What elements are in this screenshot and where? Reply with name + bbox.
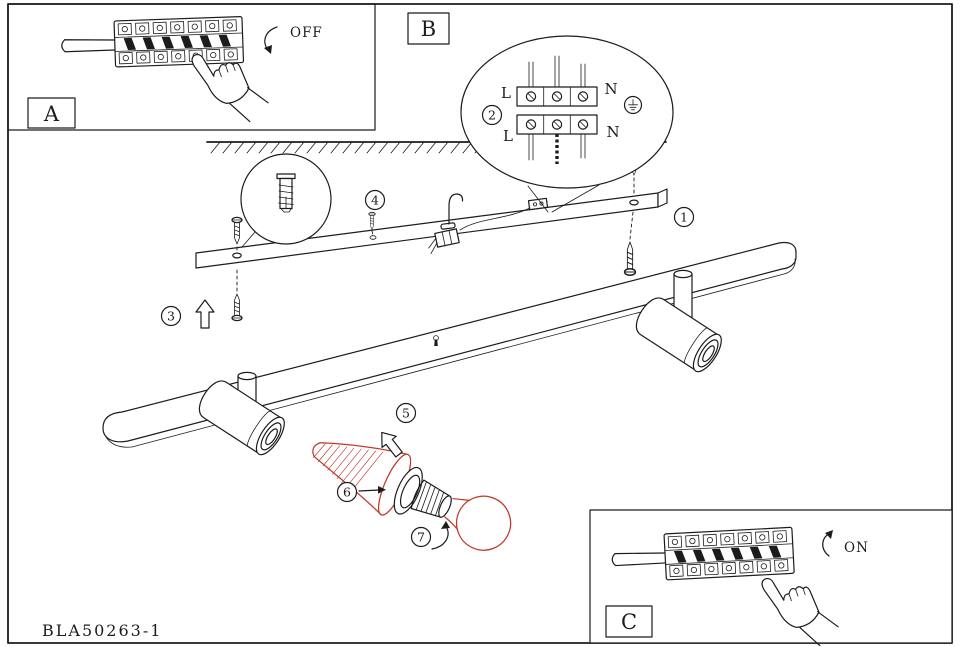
step-5-badge: 5 [395, 402, 417, 424]
wires [528, 55, 586, 161]
off-label: OFF [290, 25, 323, 41]
fixture-bar [102, 241, 797, 448]
bulb [444, 495, 512, 551]
panel-b-label-box [407, 12, 450, 45]
step-7-badge: 7 [410, 526, 432, 548]
keyhole-slot [433, 335, 439, 346]
cable-connector [428, 228, 460, 255]
arrow-up-icon [195, 299, 215, 329]
panel-c-label: C [621, 610, 637, 634]
fixing-screws [231, 153, 639, 322]
lamp-socket [410, 479, 452, 518]
spotlight-left [192, 371, 291, 460]
panel-b-label: B [421, 17, 436, 41]
spotlight-right [629, 269, 728, 377]
svg-text:3: 3 [167, 308, 175, 323]
step-3-badge: 3 [160, 305, 182, 327]
step-2-badge: 2 [481, 104, 503, 126]
wall-plug-icon [276, 173, 296, 213]
arrow-up-left-icon [374, 426, 407, 461]
retaining-ring [393, 466, 423, 515]
svg-text:6: 6 [343, 484, 351, 499]
panel-b: B [407, 12, 450, 45]
terminal-label-n-top: N [604, 80, 617, 98]
panel-a-frame [7, 3, 376, 131]
mains-wire [459, 207, 531, 231]
panel-a: OFF A [7, 3, 376, 134]
on-label: ON [844, 540, 869, 556]
curved-arrow-icon [431, 521, 450, 550]
bracket-end-tab [657, 188, 668, 208]
terminal-block-on-bracket [527, 197, 549, 211]
off-arrow-icon [264, 26, 278, 54]
panel-a-label-box [27, 97, 76, 129]
screw-icon [231, 216, 243, 245]
svg-text:4: 4 [371, 192, 379, 207]
earth-ground-icon [623, 95, 643, 115]
model-code: BLA50263-1 [42, 621, 162, 640]
panel-c: ON C [589, 509, 953, 647]
arrow-right-icon [358, 486, 386, 494]
bracket-hole-small [369, 235, 377, 240]
svg-text:5: 5 [402, 405, 410, 420]
svg-text:2: 2 [488, 107, 496, 122]
svg-text:1: 1 [680, 209, 688, 224]
panel-a-label: A [43, 102, 60, 126]
step-4-badge: 4 [364, 189, 386, 211]
lamp-assembly [312, 442, 512, 551]
svg-text:7: 7 [417, 529, 425, 544]
page-border [7, 3, 953, 644]
breaker-strip [60, 15, 245, 70]
bracket-hole-right [629, 199, 639, 206]
terminal-label-l-top: L [501, 84, 511, 102]
bracket-hole-left [232, 252, 242, 259]
terminal-label-n-bottom: N [606, 123, 619, 141]
step-6-badge: 6 [336, 481, 358, 503]
screw-icon [231, 293, 243, 322]
terminal-block [516, 86, 598, 135]
wall-plug-detail [240, 153, 332, 248]
step-1-badge: 1 [673, 206, 695, 228]
terminal-label-l-bottom: L [503, 127, 513, 145]
screw-icon [623, 241, 637, 276]
strain-relief-hook-icon [448, 193, 464, 225]
screw-icon [368, 211, 376, 230]
panel-c-label-box [605, 605, 653, 638]
mounting-bracket [195, 188, 668, 269]
on-arrow-icon [822, 530, 833, 557]
wiring-detail-view: L N L N 2 [460, 35, 674, 213]
cable-slot [440, 222, 456, 230]
